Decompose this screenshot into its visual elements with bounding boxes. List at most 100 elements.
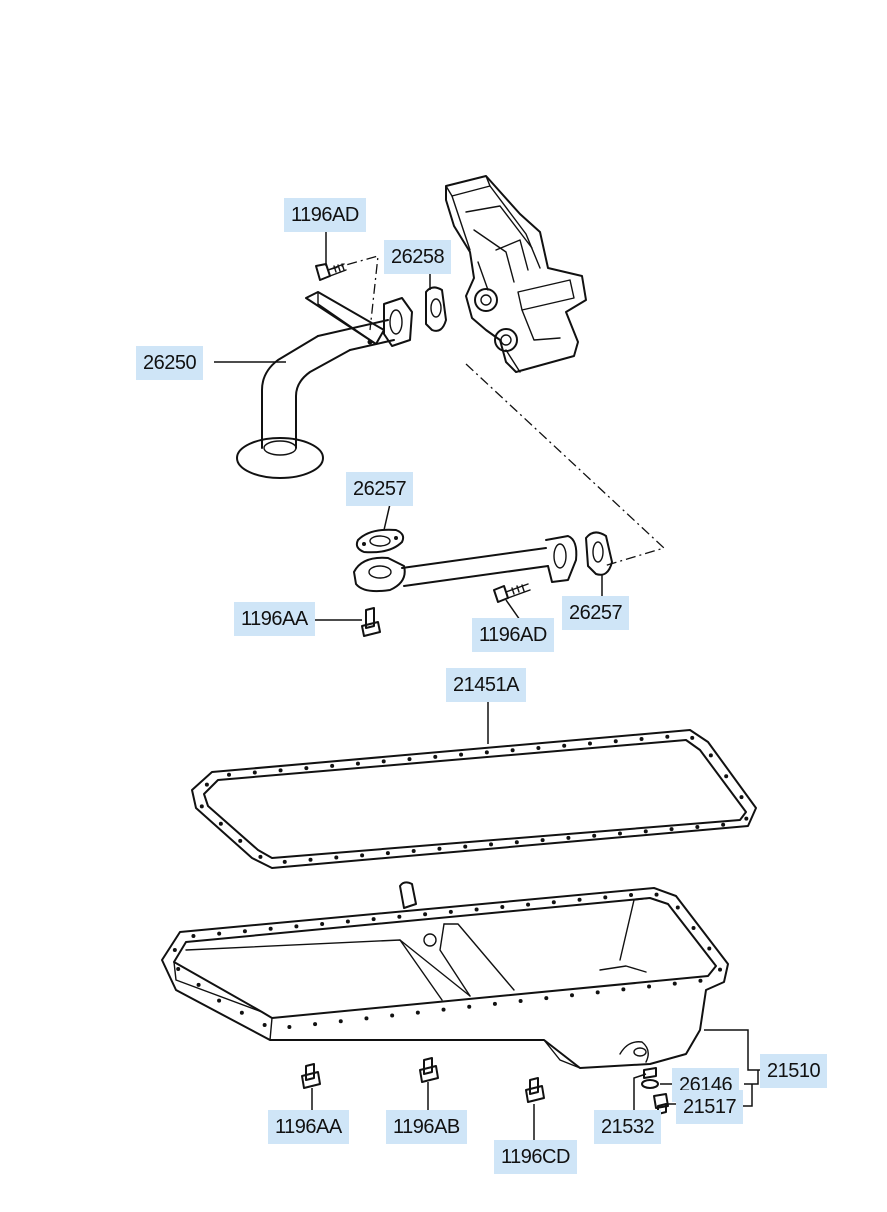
pan-flange-bolt-hole: [196, 982, 201, 987]
pan-flange-bolt-hole: [577, 897, 582, 902]
pan-flange-bolt-hole: [675, 905, 680, 910]
gasket-bolt-hole: [643, 829, 648, 834]
pan-flange-bolt-hole: [691, 925, 696, 930]
gasket-bolt-hole: [665, 734, 670, 739]
pan-flange-bolt-hole: [500, 905, 505, 910]
label-1196AD-top[interactable]: 1196AD: [284, 198, 366, 232]
pan-flange-bolt-hole: [397, 914, 402, 919]
gasket-bolt-hole: [381, 759, 386, 764]
label-26257-right[interactable]: 26257: [562, 596, 630, 630]
gasket-26257-right: [585, 531, 613, 576]
pan-flange-bolt-hole: [467, 1004, 472, 1009]
label-26250[interactable]: 26250: [136, 346, 204, 380]
gasket-bolt-hole: [592, 833, 597, 838]
pan-flange-bolt-holes: [172, 892, 723, 1030]
label-26258[interactable]: 26258: [384, 240, 452, 274]
gasket-bolt-hole: [739, 795, 744, 800]
gasket-26258: [425, 286, 447, 332]
pan-flange-bolt-hole: [718, 967, 723, 972]
pan-flange-bolt-hole: [621, 987, 626, 992]
pan-flange-bolt-hole: [268, 926, 273, 931]
gasket-bolt-hole: [463, 844, 468, 849]
pan-flange-bolt-hole: [217, 931, 222, 936]
gasket-bolt-hole: [385, 851, 390, 856]
pan-flange-bolt-hole: [595, 990, 600, 995]
gasket-bolt-hole: [489, 842, 494, 847]
leader-lines: [214, 228, 762, 1140]
pan-flange-bolt-hole: [551, 900, 556, 905]
label-21510[interactable]: 21510: [760, 1054, 828, 1088]
gasket-bolt-hole: [724, 774, 729, 779]
pan-flange-bolt-hole: [654, 892, 659, 897]
gasket-bolt-hole: [510, 748, 515, 753]
pan-flange-bolt-hole: [364, 1016, 369, 1021]
gasket-bolt-hole: [587, 741, 592, 746]
gasket-bolt-hole: [308, 857, 313, 862]
pan-flange-bolt-hole: [441, 1007, 446, 1012]
oil-pickup-upper: [236, 291, 413, 479]
pan-flange-bolt-hole: [345, 919, 350, 924]
oil-pickup-lower-tube: [353, 535, 578, 593]
pan-flange-bolt-hole: [242, 929, 247, 934]
gasket-bolt-hole: [639, 737, 644, 742]
oil-pan-gasket: [191, 729, 757, 869]
gasket-bolt-hole: [355, 761, 360, 766]
label-21517[interactable]: 21517: [676, 1090, 744, 1124]
pan-flange-bolt-hole: [448, 909, 453, 914]
gasket-bolt-hole: [459, 752, 464, 757]
gasket-bolt-hole: [238, 838, 243, 843]
bolt-1196CD: [525, 1077, 545, 1103]
gasket-bolt-hole: [484, 750, 489, 755]
pan-flange-bolt-hole: [313, 1022, 318, 1027]
gasket-bolt-hole: [227, 772, 232, 777]
bolt-1196AA-lower: [301, 1063, 321, 1089]
gasket-bolt-hole: [433, 754, 438, 759]
gasket-bolt-hole: [540, 838, 545, 843]
gasket-bolt-hole: [199, 804, 204, 809]
pan-flange-bolt-hole: [698, 978, 703, 983]
gasket-bolt-hole: [204, 782, 209, 787]
pan-flange-bolt-hole: [294, 924, 299, 929]
label-21451A[interactable]: 21451A: [446, 668, 526, 702]
pan-flange-bolt-hole: [390, 1013, 395, 1018]
gasket-bolt-holes: [199, 734, 749, 864]
pan-flange-bolt-hole: [526, 902, 531, 907]
gasket-bolt-hole: [258, 854, 263, 859]
pan-flange-bolt-hole: [518, 999, 523, 1004]
pan-flange-bolt-hole: [176, 966, 181, 971]
label-1196CD[interactable]: 1196CD: [494, 1140, 577, 1174]
pan-flange-bolt-hole: [423, 912, 428, 917]
gasket-bolt-hole: [334, 855, 339, 860]
bolt-1196AD-lower: [493, 583, 531, 603]
gasket-bolt-hole: [278, 768, 283, 773]
label-1196AA-lower[interactable]: 1196AA: [268, 1110, 349, 1144]
label-26257-left[interactable]: 26257: [346, 472, 414, 506]
gasket-bolt-hole: [360, 853, 365, 858]
gasket-bolt-hole: [721, 822, 726, 827]
label-1196AB[interactable]: 1196AB: [386, 1110, 467, 1144]
washer-26146: [641, 1079, 659, 1089]
pan-flange-bolt-hole: [492, 1001, 497, 1006]
gasket-bolt-hole: [411, 848, 416, 853]
pan-flange-bolt-hole: [415, 1010, 420, 1015]
pan-flange-bolt-hole: [191, 934, 196, 939]
label-1196AA-upper[interactable]: 1196AA: [234, 602, 315, 636]
bolt-1196AA-upper: [361, 607, 381, 637]
gasket-bolt-hole: [437, 846, 442, 851]
pan-flange-bolt-hole: [217, 998, 222, 1003]
pan-flange-bolt-hole: [338, 1019, 343, 1024]
label-21532[interactable]: 21532: [594, 1110, 662, 1144]
bolt-1196AD-top: [315, 263, 347, 281]
gasket-bolt-hole: [708, 753, 713, 758]
gasket-26257-left: [355, 528, 405, 554]
pan-flange-bolt-hole: [320, 921, 325, 926]
oil-pump-body: [445, 175, 587, 373]
gasket-bolt-hole: [330, 763, 335, 768]
pan-flange-bolt-hole: [287, 1025, 292, 1030]
gasket-bolt-hole: [282, 859, 287, 864]
pan-flange-bolt-hole: [239, 1010, 244, 1015]
label-1196AD-lower[interactable]: 1196AD: [472, 618, 554, 652]
gasket-bolt-hole: [536, 745, 541, 750]
pan-flange-bolt-hole: [569, 993, 574, 998]
